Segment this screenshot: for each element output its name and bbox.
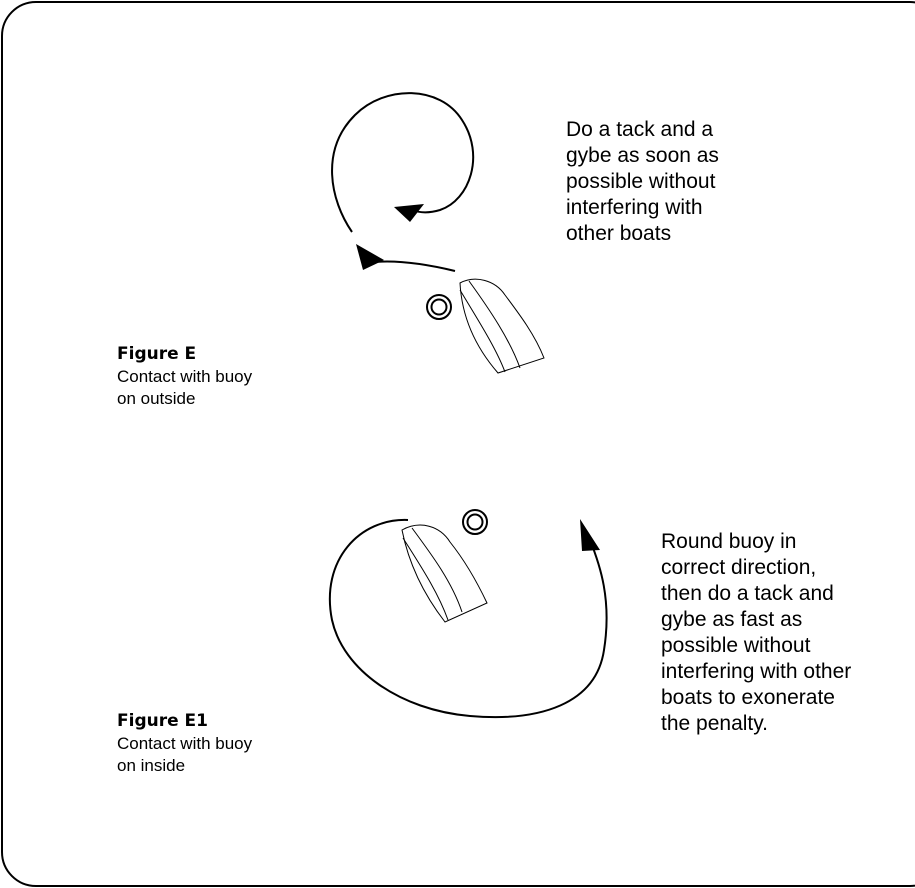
figure-e1-loop-path [328, 518, 608, 719]
figure-e-approach-path [374, 260, 456, 272]
buoy-icon [462, 509, 488, 535]
figure-e1-caption: Contact with buoy on inside [117, 734, 253, 775]
arrowhead-icon [394, 204, 424, 222]
boat-icon [401, 524, 488, 623]
figure-e1-instruction: Round buoy in correct direction, then do… [661, 530, 852, 735]
figure-e1-drawing [328, 509, 608, 719]
arrowhead-icon [580, 519, 600, 551]
figure-e-drawing [331, 92, 545, 374]
figure-e-loop-path [331, 92, 475, 233]
figure-e-title: Figure E [117, 344, 197, 364]
figure-e-caption: Contact with buoy on outside [117, 367, 253, 408]
figure-e1-title: Figure E1 [117, 711, 208, 731]
figure-e-instruction: Do a tack and a gybe as soon as possible… [566, 118, 719, 245]
boat-icon [459, 278, 545, 374]
arrowhead-icon [356, 244, 384, 270]
buoy-icon [426, 294, 452, 320]
